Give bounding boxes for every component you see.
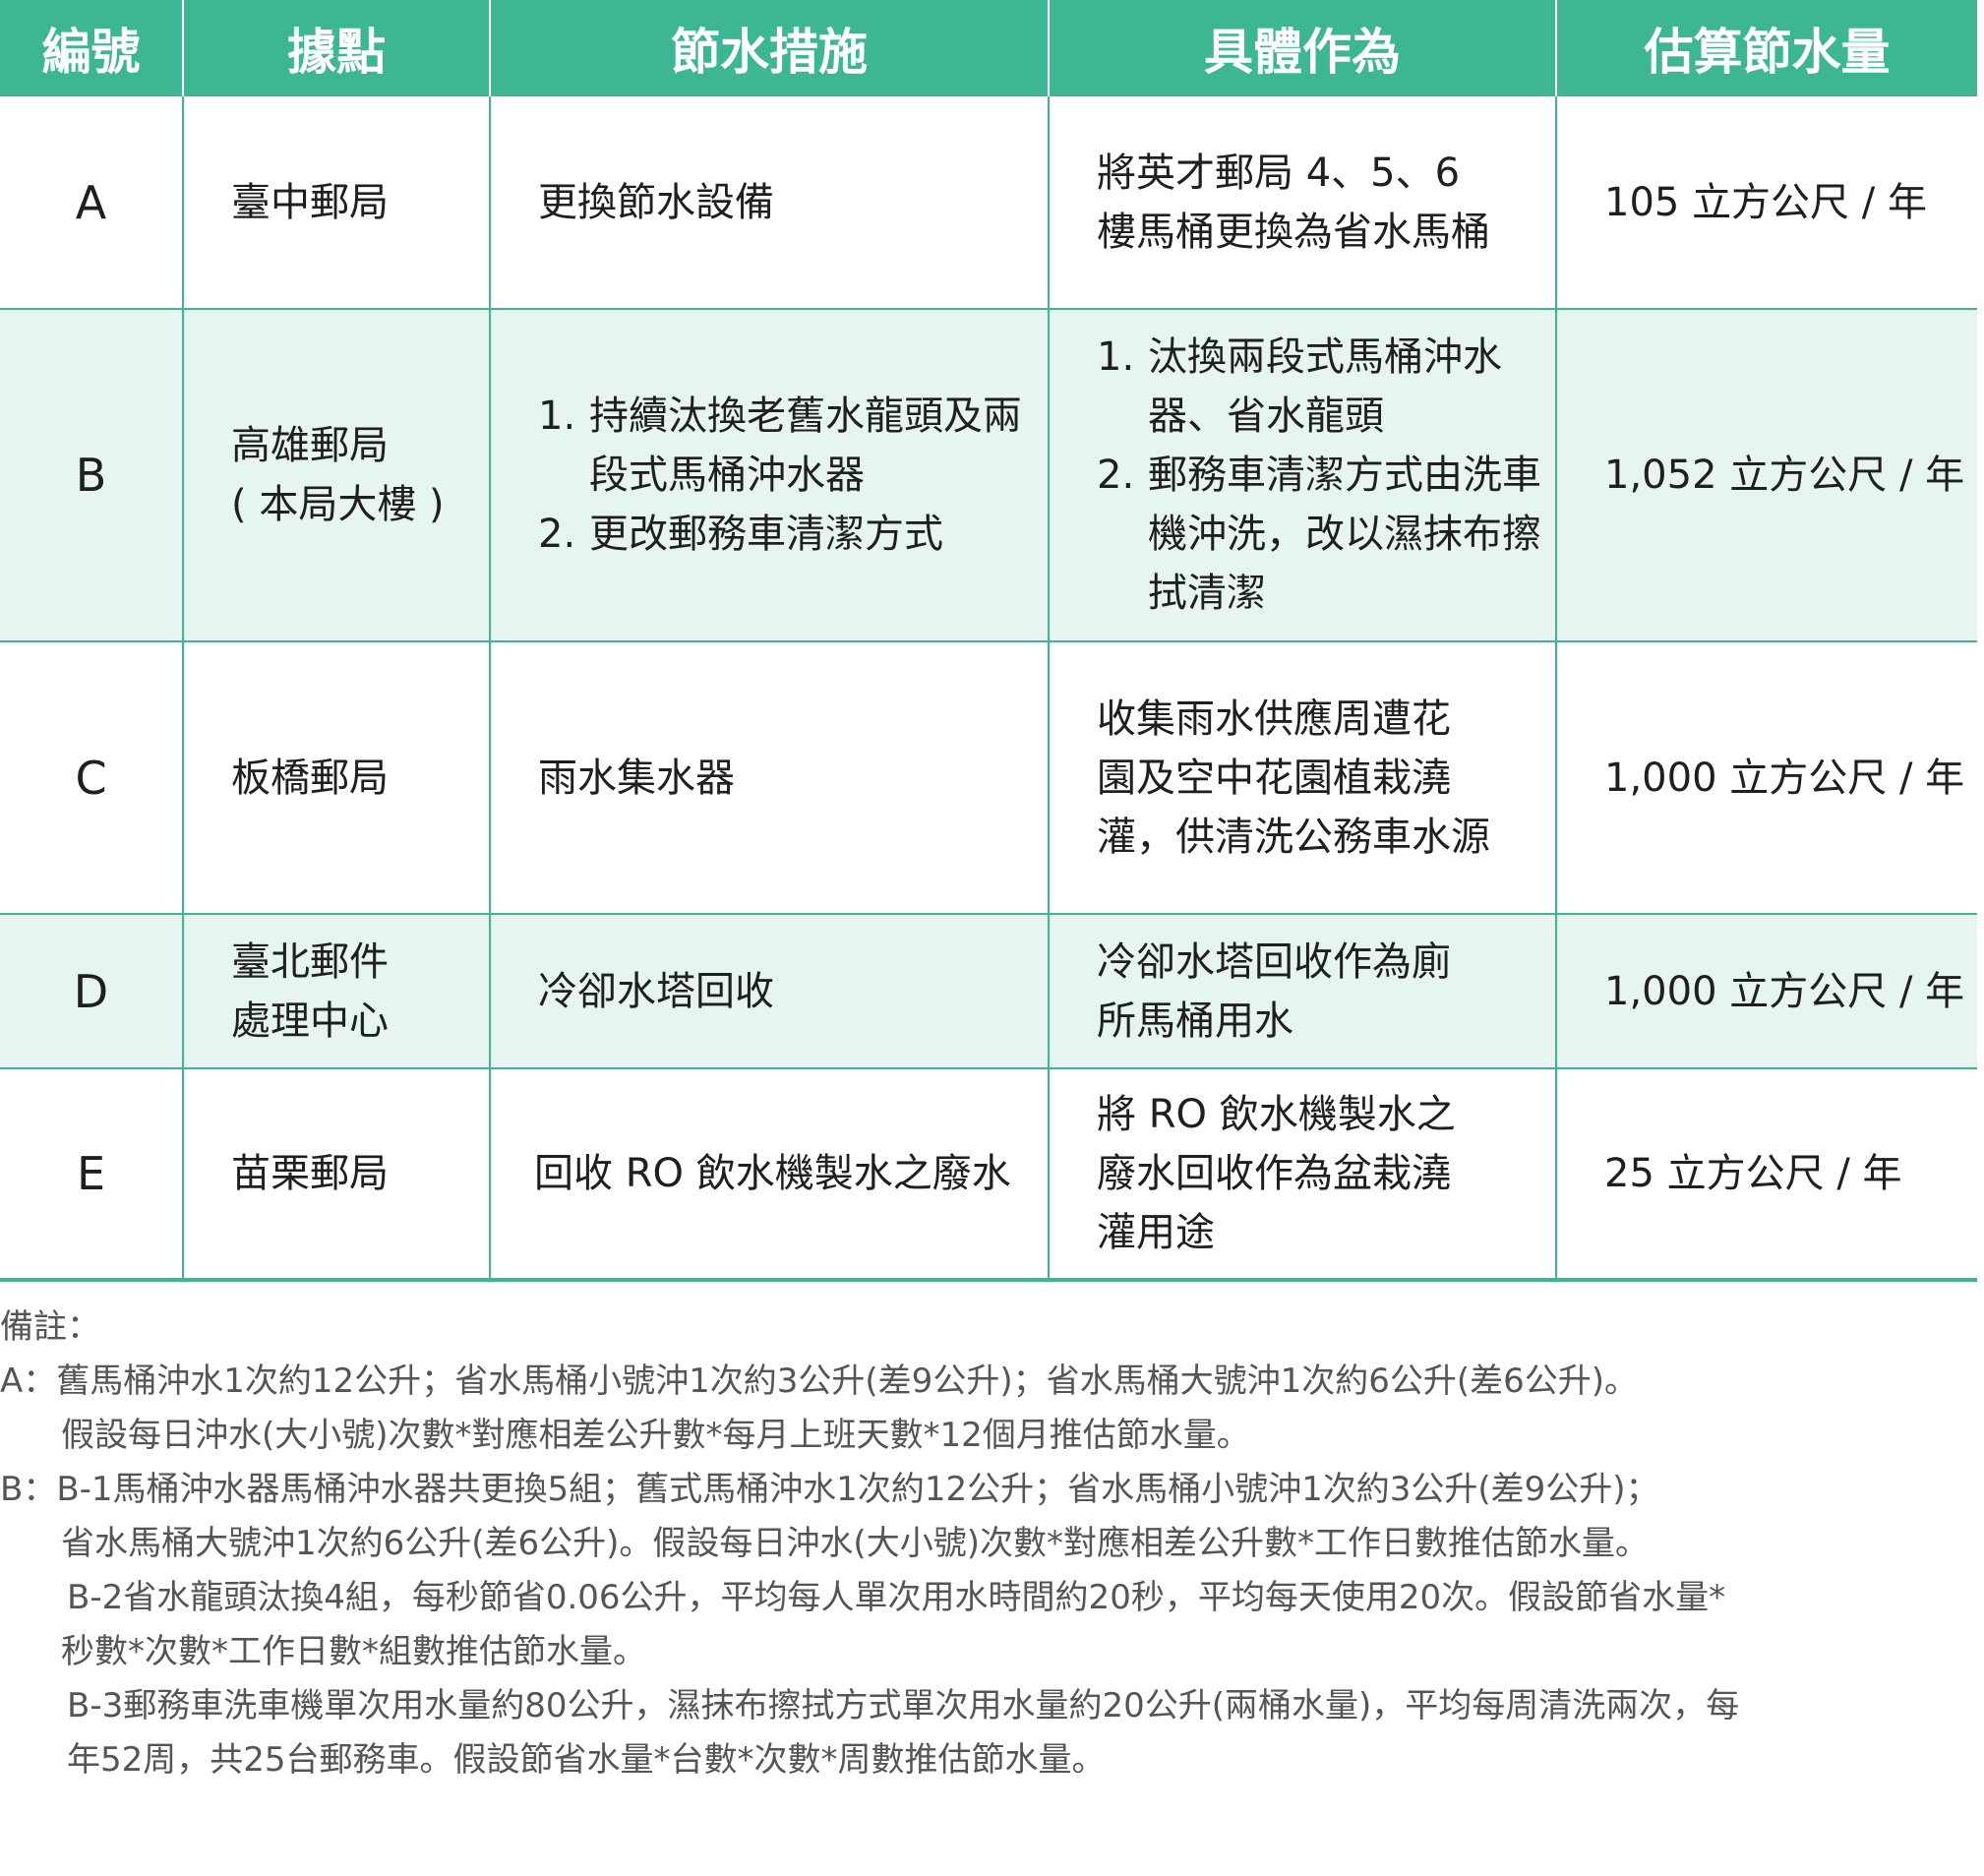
table-header-row: 編號 據點 節水措施 具體作為 估算節水量 — [0, 0, 1977, 96]
note-line: 秒數*次數*工作日數*組數推估節水量。 — [61, 1632, 646, 1671]
table-row: B 高雄郵局 ( 本局大樓 ) 持續汰換老舊水龍頭及兩段式馬桶沖水器 更改郵務車… — [0, 308, 1977, 642]
cell-saving: 25 立方公尺 / 年 — [1555, 1067, 1977, 1281]
cell-measures: 冷卻水塔回收 — [489, 913, 1050, 1069]
header-id: 編號 — [0, 0, 184, 96]
list-item: 更改郵務車清潔方式 — [538, 505, 943, 564]
cell-saving: 105 立方公尺 / 年 — [1555, 96, 1977, 310]
action-line: 收集雨水供應周遭花 — [1097, 696, 1451, 742]
cell-saving: 1,000 立方公尺 / 年 — [1555, 640, 1977, 915]
header-measures: 節水措施 — [489, 0, 1050, 96]
note-line: 省水馬桶大號沖1次約6公升(差6公升)。假設每日沖水(大小號)次數*對應相差公升… — [61, 1524, 1649, 1563]
action-line: 將 RO 飲水機製水之 — [1097, 1092, 1456, 1137]
notes-title: 備註： — [0, 1307, 100, 1347]
cell-saving: 1,000 立方公尺 / 年 — [1555, 913, 1977, 1069]
cell-saving: 1,052 立方公尺 / 年 — [1555, 308, 1977, 642]
site-line: 高雄郵局 — [231, 423, 389, 468]
action-line: 樓馬桶更換為省水馬桶 — [1097, 209, 1490, 255]
note-line: B-3郵務車洗車機單次用水量約80公升，濕抹布擦拭方式單次用水量約20公升(兩桶… — [67, 1686, 1740, 1725]
cell-actions: 收集雨水供應周遭花 園及空中花園植栽澆 灌，供清洗公務車水源 — [1048, 640, 1557, 915]
cell-actions: 冷卻水塔回收作為廁 所馬桶用水 — [1048, 913, 1557, 1069]
cell-measures: 持續汰換老舊水龍頭及兩段式馬桶沖水器 更改郵務車清潔方式 — [489, 308, 1050, 642]
action-line: 廢水回收作為盆栽澆 — [1097, 1151, 1451, 1196]
note-line: A：舊馬桶沖水1次約12公升；省水馬桶小號沖1次約3公升(差9公升)；省水馬桶大… — [0, 1362, 1639, 1401]
site-line: 臺中郵局 — [231, 179, 389, 225]
note-line: B：B-1馬桶沖水器馬桶沖水器共更換5組；舊式馬桶沖水1次約12公升；省水馬桶小… — [0, 1470, 1659, 1509]
list-item: 持續汰換老舊水龍頭及兩段式馬桶沖水器 — [538, 387, 1022, 498]
cell-measures: 更換節水設備 — [489, 96, 1050, 310]
water-saving-table: 編號 據點 節水措施 具體作為 估算節水量 A 臺中郵局 更換節水設備 將英才郵… — [0, 0, 1977, 1282]
cell-measures: 回收 RO 飲水機製水之廢水 — [489, 1067, 1050, 1281]
document: 編號 據點 節水措施 具體作為 估算節水量 A 臺中郵局 更換節水設備 將英才郵… — [0, 0, 1977, 1282]
site-line: ( 本局大樓 ) — [231, 482, 445, 527]
cell-id: A — [0, 96, 184, 310]
cell-id: C — [0, 640, 184, 915]
table-row: D 臺北郵件 處理中心 冷卻水塔回收 冷卻水塔回收作為廁 所馬桶用水 1,000… — [0, 913, 1977, 1069]
cell-actions: 將英才郵局 4、5、6 樓馬桶更換為省水馬桶 — [1048, 96, 1557, 310]
site-line: 苗栗郵局 — [231, 1151, 389, 1196]
cell-site: 高雄郵局 ( 本局大樓 ) — [182, 308, 491, 642]
action-line: 所馬桶用水 — [1097, 998, 1293, 1044]
site-line: 板橋郵局 — [231, 755, 389, 801]
measure-line: 冷卻水塔回收 — [538, 968, 774, 1014]
table-row: C 板橋郵局 雨水集水器 收集雨水供應周遭花 園及空中花園植栽澆 灌，供清洗公務… — [0, 640, 1977, 915]
cell-actions: 汰換兩段式馬桶沖水器、省水龍頭 郵務車清潔方式由洗車機沖洗，改以濕抹布擦拭清潔 — [1048, 308, 1557, 642]
measure-line: 回收 RO 飲水機製水之廢水 — [534, 1151, 1011, 1196]
cell-id: D — [0, 913, 184, 1069]
cell-id: E — [0, 1067, 184, 1281]
measure-line: 雨水集水器 — [538, 755, 735, 801]
note-line: 假設每日沖水(大小號)次數*對應相差公升數*每月上班天數*12個月推估節水量。 — [61, 1416, 1250, 1455]
action-line: 園及空中花園植栽澆 — [1097, 755, 1451, 801]
cell-id: B — [0, 308, 184, 642]
measure-line: 更換節水設備 — [538, 179, 774, 225]
header-site: 據點 — [182, 0, 491, 96]
action-line: 將英才郵局 4、5、6 — [1097, 150, 1461, 196]
cell-site: 板橋郵局 — [182, 640, 491, 915]
action-line: 冷卻水塔回收作為廁 — [1097, 938, 1451, 985]
list-item: 汰換兩段式馬桶沖水器、省水龍頭 — [1097, 328, 1502, 439]
cell-site: 苗栗郵局 — [182, 1067, 491, 1281]
cell-actions: 將 RO 飲水機製水之 廢水回收作為盆栽澆 灌用途 — [1048, 1067, 1557, 1281]
header-saving: 估算節水量 — [1555, 0, 1977, 96]
site-line: 處理中心 — [231, 998, 389, 1044]
list-item: 郵務車清潔方式由洗車機沖洗，改以濕抹布擦拭清潔 — [1097, 446, 1541, 616]
action-line: 灌用途 — [1097, 1210, 1215, 1255]
table-row: A 臺中郵局 更換節水設備 將英才郵局 4、5、6 樓馬桶更換為省水馬桶 105… — [0, 96, 1977, 310]
actions-list: 汰換兩段式馬桶沖水器、省水龍頭 郵務車清潔方式由洗車機沖洗，改以濕抹布擦拭清潔 — [1097, 328, 1545, 623]
note-line: 年52周，共25台郵務車。假設節省水量*台數*次數*周數推估節水量。 — [67, 1740, 1106, 1780]
table-row: E 苗栗郵局 回收 RO 飲水機製水之廢水 將 RO 飲水機製水之 廢水回收作為… — [0, 1067, 1977, 1281]
note-line: B-2省水龍頭汰換4組，每秒節省0.06公升，平均每人單次用水時間約20秒，平均… — [67, 1578, 1726, 1617]
notes-section: 備註： A：舊馬桶沖水1次約12公升；省水馬桶小號沖1次約3公升(差9公升)；省… — [0, 1301, 1977, 1787]
cell-site: 臺中郵局 — [182, 96, 491, 310]
action-line: 灌，供清洗公務車水源 — [1097, 814, 1490, 860]
cell-measures: 雨水集水器 — [489, 640, 1050, 915]
cell-site: 臺北郵件 處理中心 — [182, 913, 491, 1069]
header-actions: 具體作為 — [1048, 0, 1557, 96]
site-line: 臺北郵件 — [231, 938, 389, 985]
measures-list: 持續汰換老舊水龍頭及兩段式馬桶沖水器 更改郵務車清潔方式 — [538, 387, 1038, 564]
